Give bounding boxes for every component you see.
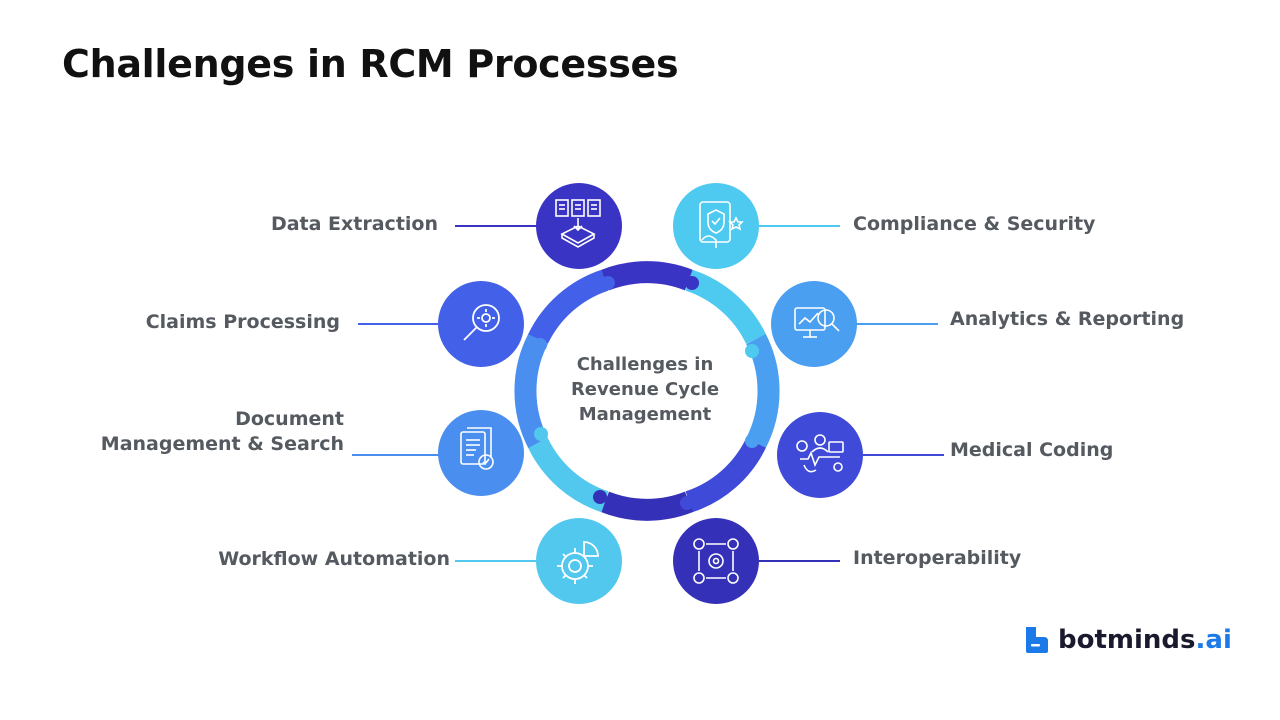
label-document-line-2: Management & Search (100, 433, 344, 455)
brand-logo: botminds.ai (1024, 622, 1232, 658)
data-extraction-node (536, 183, 622, 269)
claims-node (438, 281, 524, 367)
analytics-monitor-icon (794, 307, 840, 338)
ring-segment-2 (685, 269, 766, 345)
botminds-logo-icon (1026, 627, 1048, 653)
compliance-shield-icon (699, 201, 744, 248)
connectors (352, 225, 944, 562)
document-extraction-icon (555, 199, 601, 248)
label-claims-processing: Claims Processing (145, 311, 340, 333)
gear-chart-icon (557, 541, 599, 584)
document-node (438, 410, 524, 496)
ring-segment-5 (600, 491, 694, 521)
center-line-3: Management (578, 404, 712, 425)
brand-name: botminds.ai (1058, 625, 1232, 655)
center-line-1: Challenges in (576, 354, 714, 375)
label-interoperability: Interoperability (853, 547, 1022, 569)
puzzle-knobs (533, 276, 759, 510)
medical-coding-icon (796, 434, 844, 473)
label-analytics-reporting: Analytics & Reporting (950, 308, 1185, 330)
label-compliance-security: Compliance & Security (853, 213, 1096, 235)
ring-segment-8 (528, 269, 609, 345)
label-workflow-automation: Workflow Automation (218, 548, 450, 570)
page-title: Challenges in RCM Processes (62, 42, 679, 86)
center-line-2: Revenue Cycle (570, 379, 720, 400)
document-check-icon (460, 427, 494, 470)
ring-segment-1 (600, 261, 694, 291)
ring-segment-4 (685, 437, 766, 513)
magnifier-gear-icon (463, 304, 500, 341)
label-document-line-1: Document (235, 408, 344, 430)
label-data-extraction: Data Extraction (270, 213, 438, 235)
ring-segment-7 (514, 333, 548, 449)
ring-segment-3 (746, 333, 780, 449)
brand-tld: .ai (1195, 625, 1232, 655)
analytics-node (771, 281, 857, 367)
center-title: Challenges in Revenue Cycle Management (560, 352, 730, 427)
brand-name-main: botminds (1058, 625, 1196, 655)
medical-coding-node (777, 412, 863, 498)
gears-cycle-icon (693, 538, 739, 584)
label-document-management: Document Management & Search (101, 407, 344, 457)
interoperability-node (673, 518, 759, 604)
puzzle-ring (514, 261, 780, 521)
workflow-node (536, 518, 622, 604)
label-medical-coding: Medical Coding (950, 439, 1114, 461)
compliance-node (673, 183, 759, 269)
